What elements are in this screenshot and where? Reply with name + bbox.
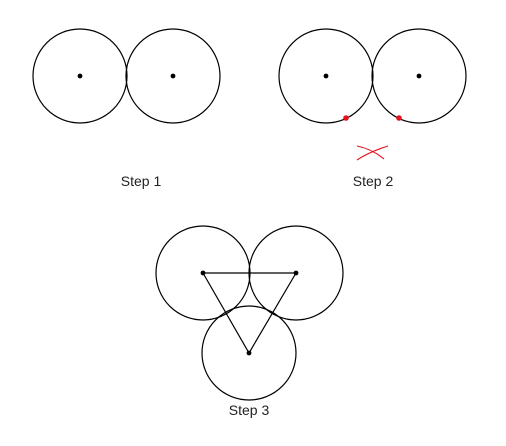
step-1-circle-right — [125, 28, 221, 124]
step-2-circle-left — [278, 28, 374, 124]
step-1-figure: Step 1 — [32, 28, 221, 189]
step-1-label: Step 1 — [121, 173, 162, 189]
step-3-equilateral-triangle — [201, 272, 298, 355]
step-2-center-left — [323, 73, 329, 79]
step-1-circle-left — [32, 28, 128, 124]
step-3-label: Step 3 — [229, 402, 270, 418]
step-1-center-right — [170, 73, 176, 79]
step-2-circle-right — [371, 28, 467, 124]
step-2-arc-b — [356, 145, 389, 161]
step-3-vertex-top-left — [200, 270, 206, 276]
step-1-center-left — [77, 73, 83, 79]
step-3-vertex-bottom — [246, 350, 252, 356]
step-2-intersection-arcs — [356, 145, 389, 161]
step-2-compass-point-left — [343, 115, 349, 121]
step-3-circle-bottom — [201, 305, 297, 401]
step-2-center-right — [416, 73, 422, 79]
step-3-vertex-top-right — [293, 270, 299, 276]
step-2-figure: Step 2 — [278, 28, 467, 189]
step-2-compass-point-right — [396, 115, 402, 121]
step-2-label: Step 2 — [353, 173, 394, 189]
step-3-figure: Step 3 — [155, 225, 344, 418]
step-2-arc-a — [356, 145, 385, 160]
